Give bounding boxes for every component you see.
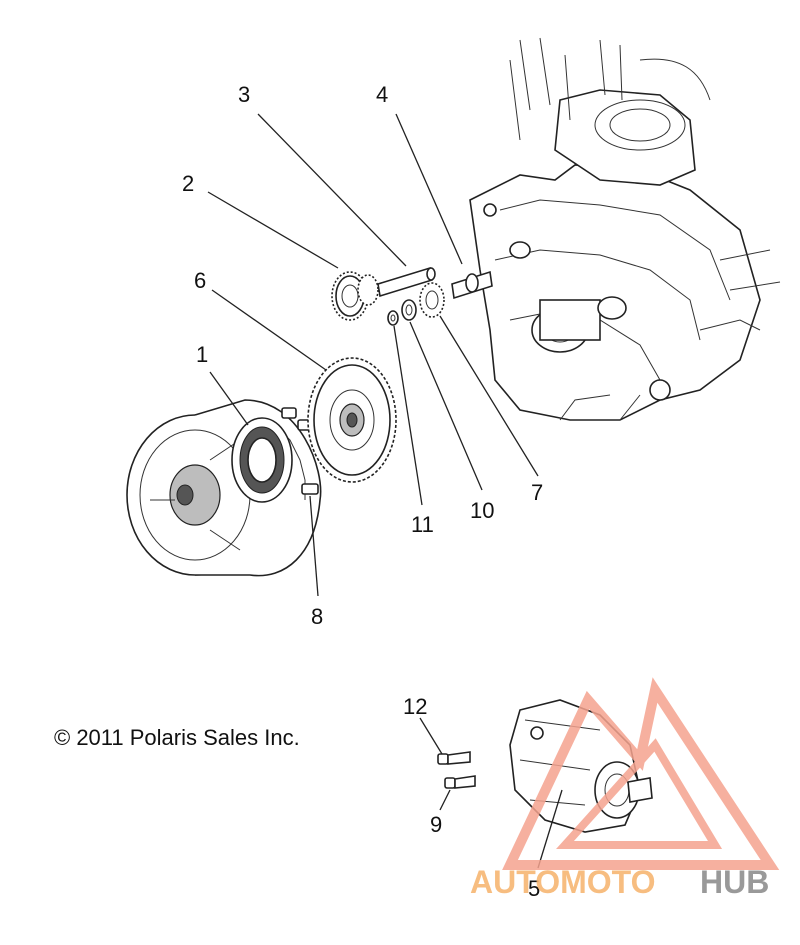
idler-gear [331, 271, 379, 321]
bolt-9 [444, 775, 476, 789]
shaft [377, 266, 436, 298]
callout-7: 7 [531, 480, 543, 505]
gear-7 [419, 282, 445, 318]
copyright-text: © 2011 Polaris Sales Inc. [54, 725, 300, 750]
driven-gear [307, 357, 397, 483]
callout-numbers: 1 2 3 4 5 6 7 8 9 10 11 12 [182, 82, 543, 901]
washer-11 [387, 310, 399, 326]
watermark-triangle-inner [556, 738, 723, 849]
callout-4: 4 [376, 82, 388, 107]
watermark-text-hub: HUB [700, 864, 769, 900]
callout-12: 12 [403, 694, 427, 719]
bolt-12 [437, 751, 471, 765]
callout-6: 6 [194, 268, 206, 293]
watermark-text-automoto: AUTOMOTO [470, 864, 655, 900]
washer-10 [401, 299, 417, 321]
callout-10: 10 [470, 498, 494, 523]
callout-11: 11 [411, 512, 434, 537]
gear-shaft [451, 270, 493, 300]
flywheel [126, 399, 322, 577]
leader-lines [207, 113, 563, 869]
callout-3: 3 [238, 82, 250, 107]
callout-9: 9 [430, 812, 442, 837]
engine-crankcase [469, 37, 781, 421]
watermark-logo: AUTOMOTO HUB [470, 677, 780, 900]
starter-clutch [231, 417, 293, 503]
watermark-triangle-outer [502, 677, 780, 870]
callout-1: 1 [196, 342, 208, 367]
callout-5: 5 [528, 876, 540, 901]
callout-2: 2 [182, 171, 194, 196]
callout-8: 8 [311, 604, 323, 629]
